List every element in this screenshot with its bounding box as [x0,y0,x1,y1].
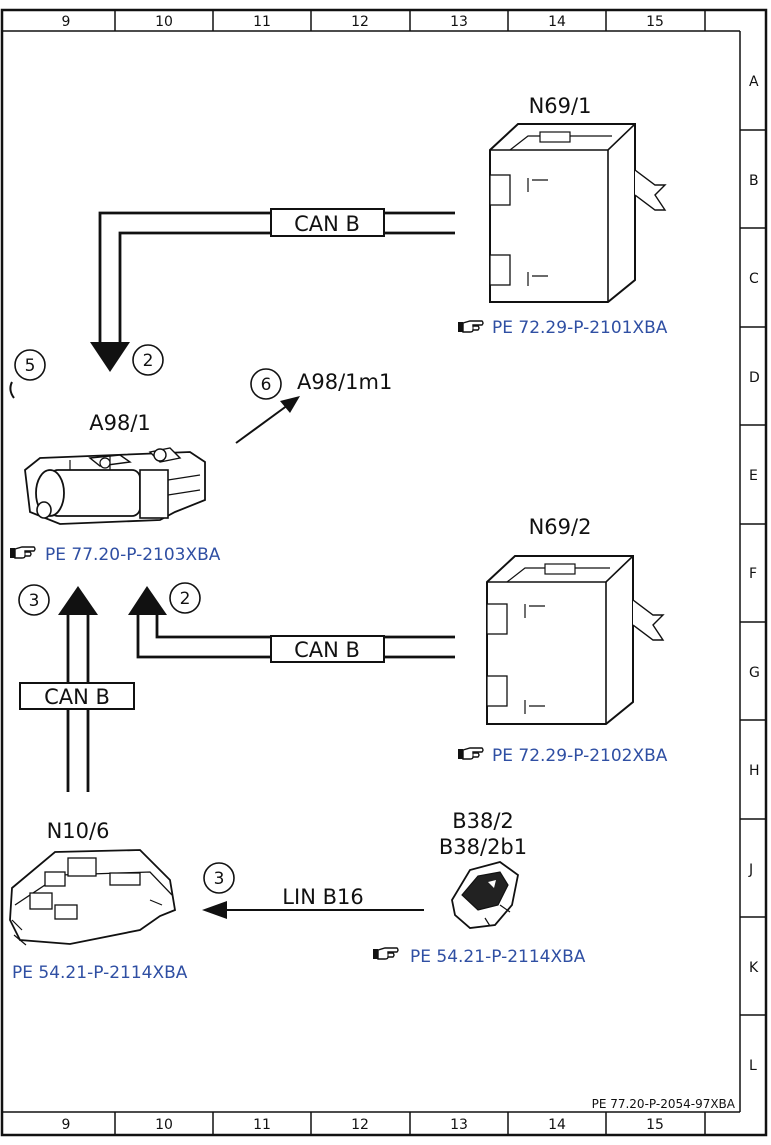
row-label: A [749,74,759,90]
lin-b16-line: LIN B16 [202,885,424,919]
arrow-left-icon [202,901,227,919]
can-b-middle-line: CAN B [128,586,455,663]
can-b-top-label: CAN B [294,212,360,236]
column-label: 14 [548,1117,566,1133]
a98-1-ref-link[interactable]: PE 77.20-P-2103XBA [45,545,221,565]
b38-2-ref-link[interactable]: PE 54.21-P-2114XBA [410,947,586,967]
n69-1-reference: PE 72.29-P-2101XBA [457,318,668,338]
n10-6-module: N10/6 [9,819,177,946]
n69-2-ref-link[interactable]: PE 72.29-P-2102XBA [492,746,668,766]
row-label: B [749,173,759,189]
can-b-top-line: CAN B [90,208,455,372]
a98-1-label: A98/1 [89,411,151,435]
pointing-hand-icon [457,320,484,333]
document-id: PE 77.20-P-2054-97XBA [592,1097,736,1111]
b38-2-reference: PE 54.21-P-2114XBA [372,947,586,967]
marker-text: 6 [261,375,272,395]
a98-1m1-label: A98/1m1 [297,370,392,394]
column-label: 15 [646,1117,664,1133]
pointing-hand-icon [372,947,399,960]
marker-3-bottom: 3 [203,862,235,894]
n10-6-reference: PE 54.21-P-2114XBA [12,963,188,983]
arrow-up-icon [128,586,167,615]
n69-1-ref-link[interactable]: PE 72.29-P-2101XBA [492,318,668,338]
row-label: C [749,271,759,287]
column-label: 12 [351,1117,369,1133]
a98-1-reference: PE 77.20-P-2103XBA [9,545,221,565]
row-label: G [749,665,760,681]
column-label: 10 [155,1117,173,1133]
column-label: 10 [155,14,173,30]
column-label: 13 [450,1117,468,1133]
row-label: J [748,862,753,878]
row-label: K [749,960,759,976]
n10-6-ref-link[interactable]: PE 54.21-P-2114XBA [12,963,188,983]
b38-2-label: B38/2 [452,809,514,833]
marker-5: 5 [9,349,46,399]
marker-text: 2 [143,351,154,371]
n69-2-module: N69/2 [486,515,665,725]
column-label: 11 [253,14,271,30]
pointing-hand-icon [9,546,36,559]
can-b-left-line: CAN B [19,586,135,792]
arrow-up-right-icon [280,396,300,413]
can-b-middle-label: CAN B [294,638,360,662]
row-label: F [749,566,757,582]
lin-b16-label: LIN B16 [282,885,363,909]
n69-1-label: N69/1 [529,94,592,118]
arrow-down-icon [90,342,130,372]
pointing-hand-icon [457,747,484,760]
marker-2-top: 2 [132,344,164,376]
column-label: 9 [62,1117,71,1133]
row-label: H [749,763,760,779]
can-b-left-label: CAN B [44,685,110,709]
n10-6-label: N10/6 [47,819,110,843]
a98-1m1-callout: 6 A98/1m1 [235,368,392,444]
drawing-frame [0,8,768,1137]
row-label: D [749,370,760,386]
n69-1-module: N69/1 [489,94,667,303]
row-labels: A B C D E F G H J K L [748,74,760,1074]
row-label: L [749,1058,757,1074]
b38-2-sensor: B38/2 B38/2b1 [439,809,527,929]
column-label: 11 [253,1117,271,1133]
marker-text: 3 [29,591,40,611]
n69-2-reference: PE 72.29-P-2102XBA [457,746,668,766]
marker-text: 3 [214,869,225,889]
column-label: 9 [62,14,71,30]
column-label: 13 [450,14,468,30]
marker-3-left: 3 [18,584,50,616]
column-labels-bottom: 9 10 11 12 13 14 15 [62,1117,664,1133]
marker-2-middle: 2 [169,582,201,614]
a98-1-motor: A98/1 [24,411,206,525]
column-label: 14 [548,14,566,30]
row-label: E [749,468,758,484]
column-labels-top: 9 10 11 12 13 14 15 [62,14,664,30]
marker-text: 5 [25,356,36,376]
n69-2-label: N69/2 [529,515,592,539]
column-label: 15 [646,14,664,30]
marker-text: 2 [180,589,191,609]
column-label: 12 [351,14,369,30]
b38-2b1-label: B38/2b1 [439,835,527,859]
arrow-up-icon [58,586,98,615]
